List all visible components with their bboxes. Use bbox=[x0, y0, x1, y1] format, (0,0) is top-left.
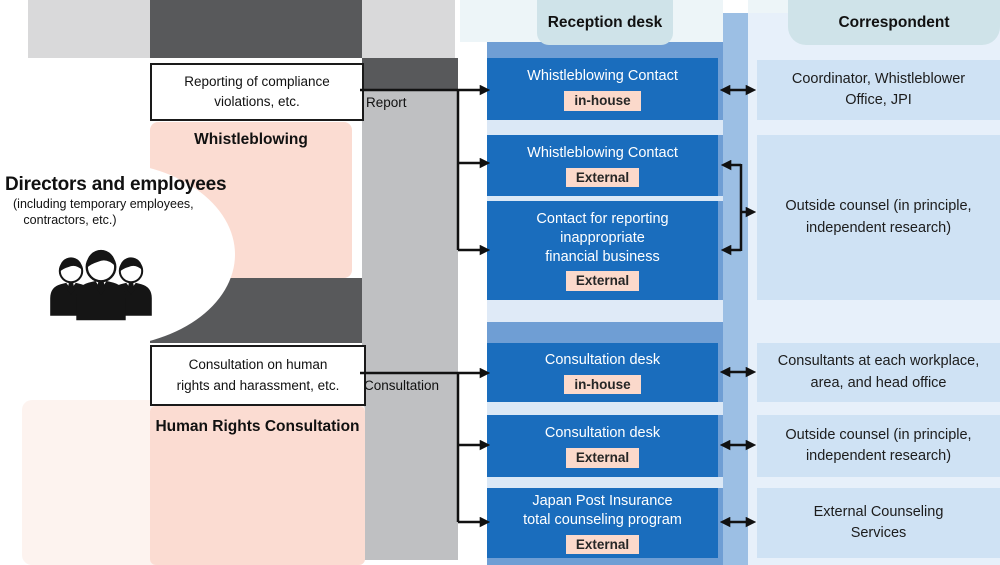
background-band-dark-top bbox=[150, 0, 362, 58]
desk-counseling-program-external: Japan Post Insurance total counseling pr… bbox=[487, 488, 718, 558]
desk-tag: in-house bbox=[564, 374, 641, 395]
human-rights-section-label: Human Rights Consultation bbox=[155, 418, 360, 435]
report-arrow-label: Report bbox=[366, 95, 407, 110]
source-subtitle: (including temporary employees, contract… bbox=[13, 197, 194, 227]
reception-gap bbox=[487, 477, 723, 488]
desk-whistleblowing-inhouse: Whistleblowing Contact in-house bbox=[487, 58, 718, 120]
desk-tag: in-house bbox=[564, 91, 641, 111]
desk-tag: External bbox=[565, 167, 640, 188]
whistleblowing-section-label: Whistleblowing bbox=[194, 131, 308, 148]
desk-whistleblowing-external: Whistleblowing Contact External bbox=[487, 135, 718, 196]
desk-name: Consultation desk bbox=[544, 351, 661, 368]
desk-tag: External bbox=[565, 448, 640, 468]
reception-gap bbox=[487, 120, 723, 135]
desk-name: Japan Post Insurance total counseling pr… bbox=[523, 492, 682, 528]
correspondent-row: Outside counsel (in principle, independe… bbox=[757, 135, 1000, 300]
desk-name: Whistleblowing Contact bbox=[527, 68, 678, 85]
correspondent-row: Outside counsel (in principle, independe… bbox=[757, 415, 1000, 477]
desk-financial-report-external: Contact for reporting inappropriate fina… bbox=[487, 201, 718, 300]
correspondent-header: Correspondent bbox=[788, 0, 1000, 45]
desk-consultation-inhouse: Consultation desk in-house bbox=[487, 343, 718, 402]
source-title: Directors and employees bbox=[5, 174, 227, 195]
desk-name: Contact for reporting inappropriate fina… bbox=[536, 210, 669, 265]
correspondent-row: Coordinator, Whistleblower Office, JPI bbox=[757, 60, 1000, 120]
desk-tag: External bbox=[565, 271, 640, 292]
desk-consultation-external: Consultation desk External bbox=[487, 415, 718, 477]
reception-gap bbox=[487, 402, 723, 415]
human-rights-consult-box: Consultation on human rights and harassm… bbox=[150, 345, 366, 406]
correspondent-row: Consultants at each workplace, area, and… bbox=[757, 343, 1000, 402]
desk-name: Consultation desk bbox=[544, 425, 661, 442]
desk-tag: External bbox=[565, 534, 640, 555]
background-column-gray bbox=[362, 91, 458, 560]
correspondent-row: External Counseling Services bbox=[757, 488, 1000, 558]
human-rights-panel: Human Rights Consultation bbox=[150, 406, 365, 565]
consultation-arrow-label: Consultation bbox=[364, 378, 440, 393]
reception-column-strip bbox=[723, 13, 748, 565]
reception-section-gap bbox=[487, 300, 723, 322]
reception-gap bbox=[487, 196, 723, 201]
compliance-report-box: Reporting of compliance violations, etc. bbox=[150, 63, 364, 121]
desk-name: Whistleblowing Contact bbox=[527, 144, 678, 161]
reception-desk-header: Reception desk bbox=[537, 0, 673, 45]
background-block-dark bbox=[362, 58, 458, 91]
